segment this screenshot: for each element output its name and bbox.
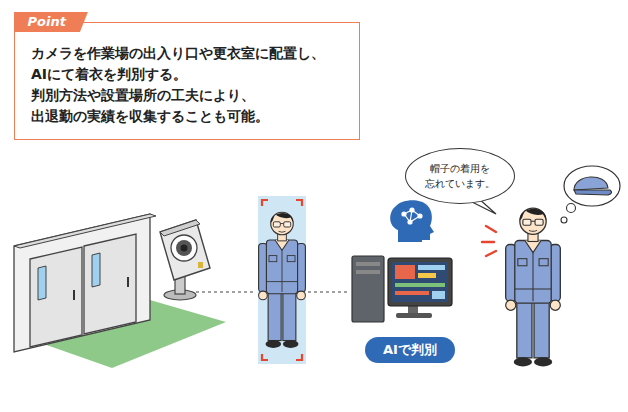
speech-text: 帽子の着用を 忘れています。 (416, 161, 504, 191)
point-text: カメラを作業場の出入り口や更衣室に配置し、 AIにて着衣を判別する。 判別方法や… (31, 43, 347, 127)
point-tab: Point (14, 12, 88, 32)
point-box: Pointカメラを作業場の出入り口や更衣室に配置し、 AIにて着衣を判別する。 … (14, 22, 360, 140)
ai-label-pill: AIで判別 (365, 337, 455, 363)
pill-text: AIで判別 (383, 341, 437, 359)
speech-bubble: 帽子の着用を 忘れています。 (405, 148, 515, 204)
